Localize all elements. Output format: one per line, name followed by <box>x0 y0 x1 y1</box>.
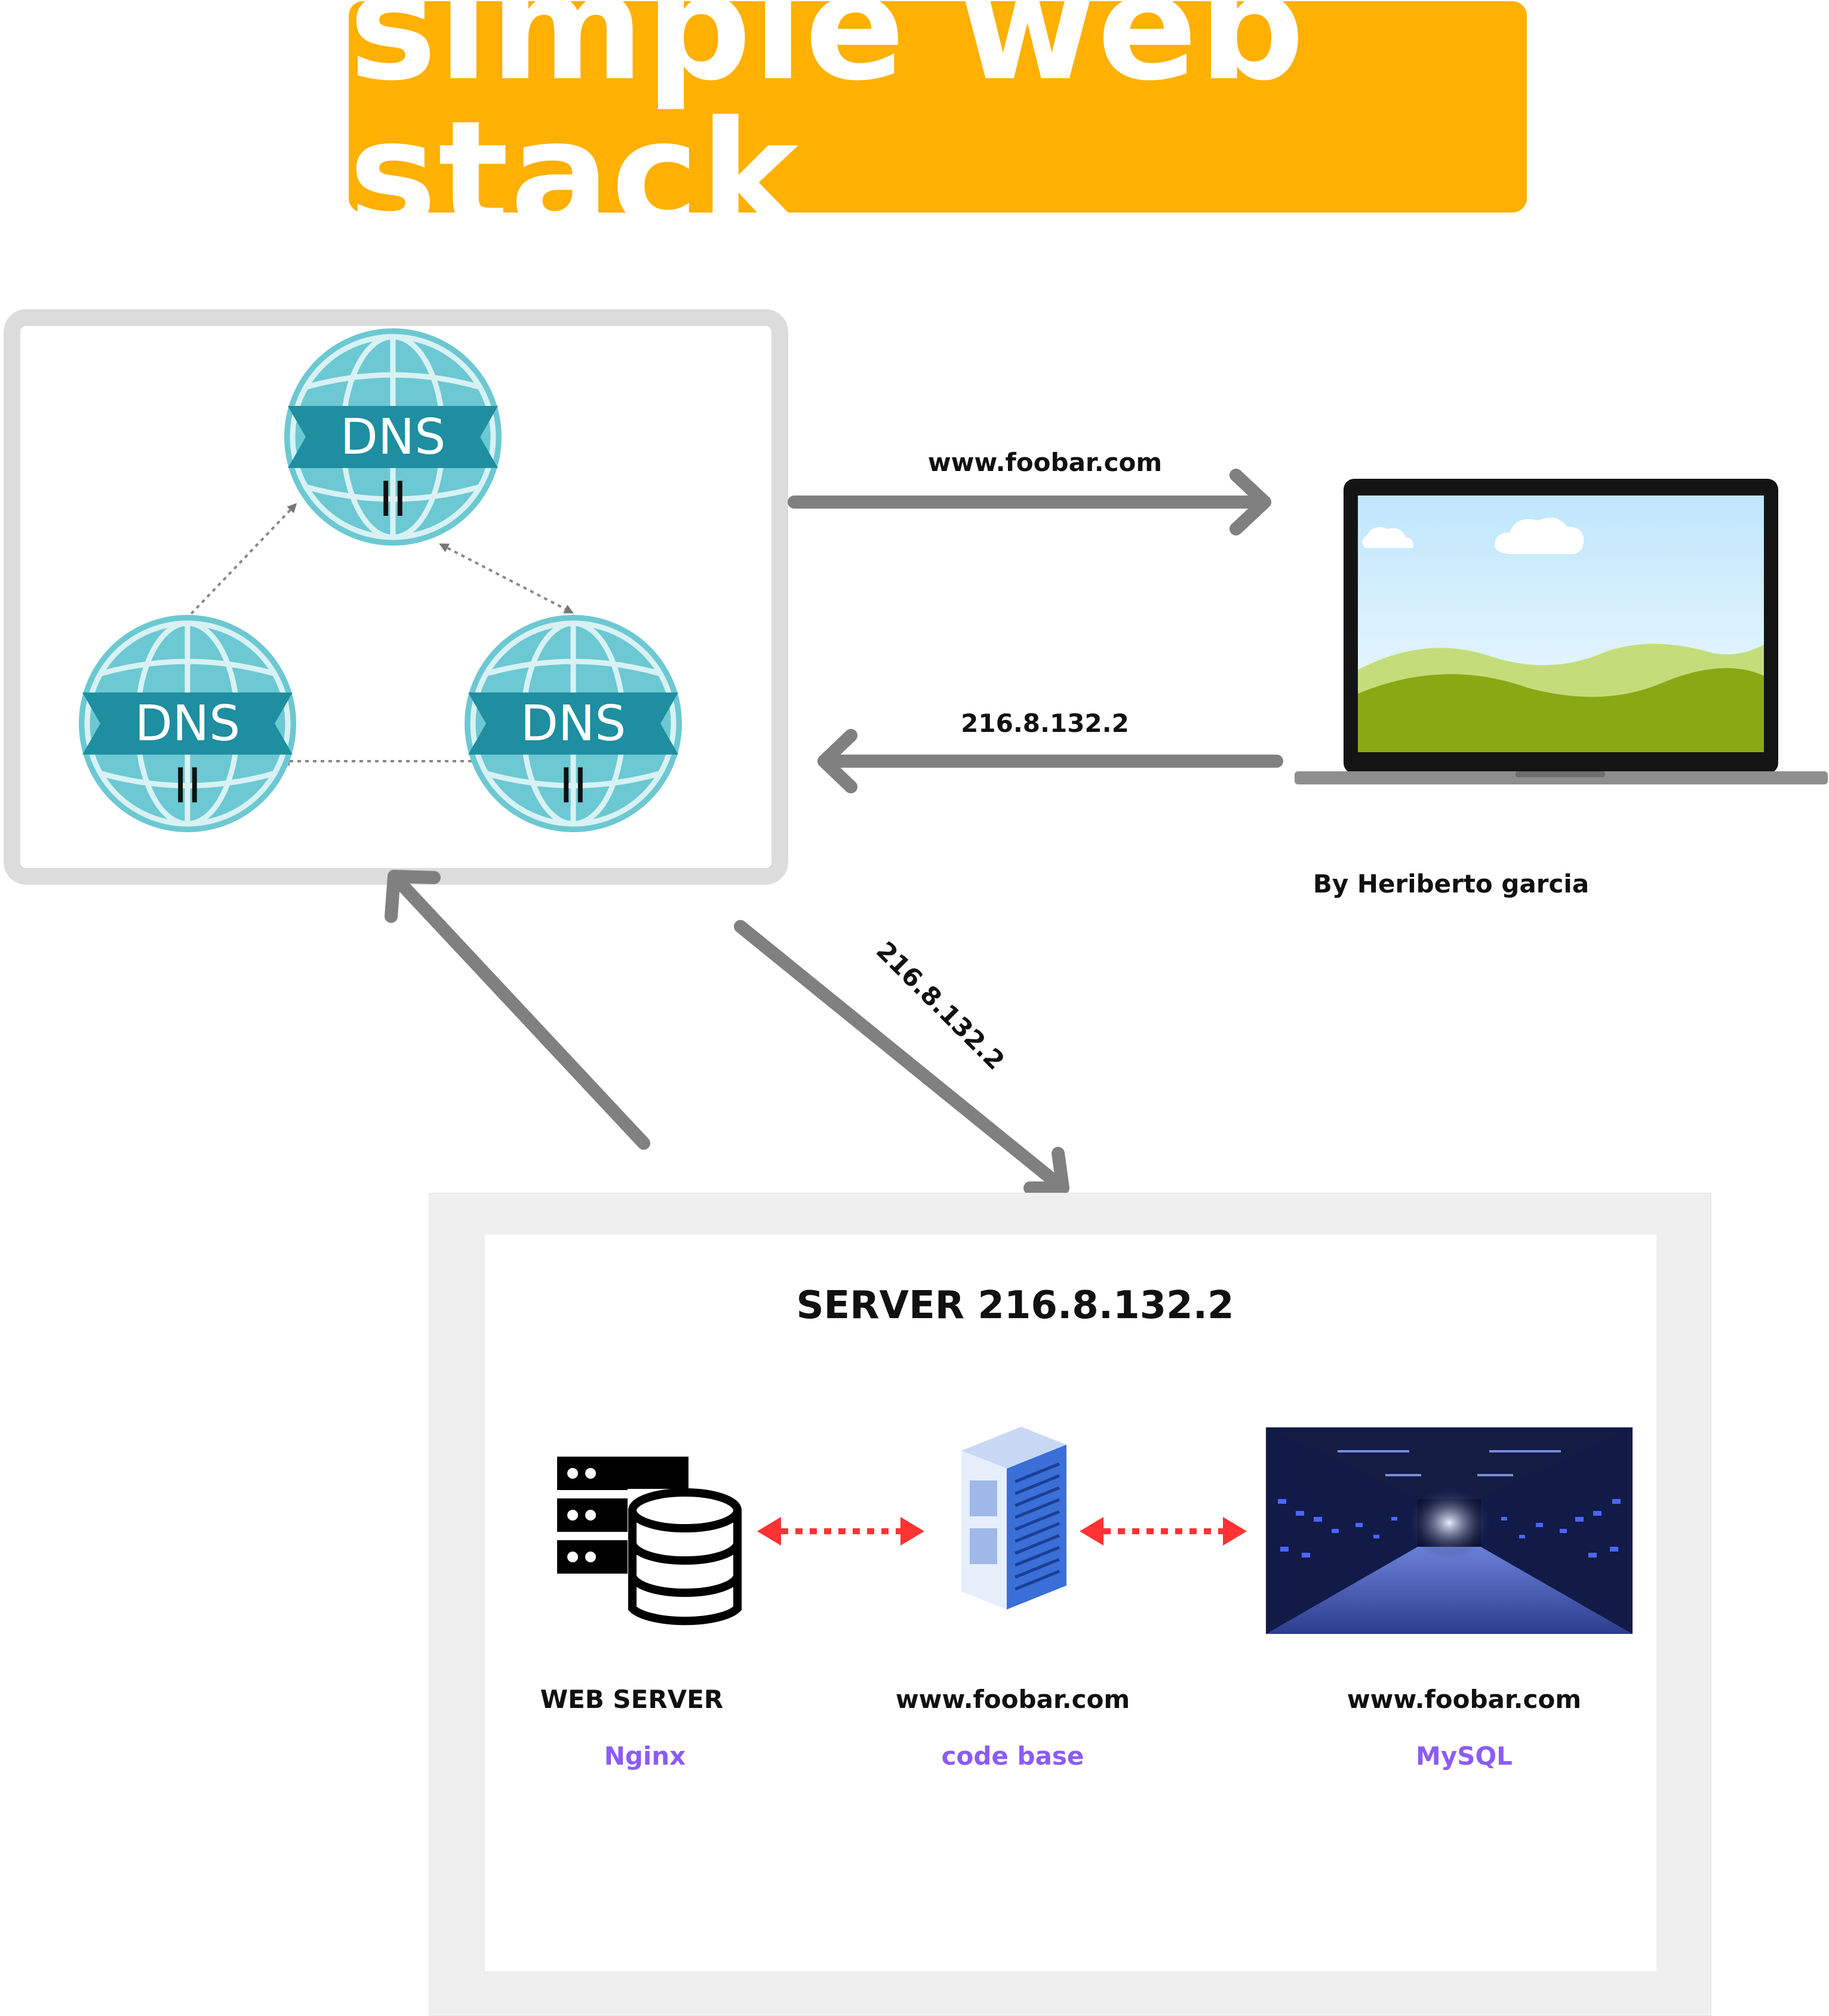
dns-mark: II <box>173 758 201 814</box>
dns-to-server-arrow <box>734 920 1069 1195</box>
server-title: SERVER 216.8.132.2 <box>796 1284 1234 1328</box>
title-banner: simple web stack <box>349 0 1527 250</box>
dns-label: DNS <box>521 695 626 752</box>
dns-label: DNS <box>135 695 241 752</box>
author-credit: By Heriberto garcia <box>1312 869 1590 898</box>
dns-link-top-left <box>143 503 297 664</box>
web-server-database-icon <box>557 1457 742 1630</box>
component-name-web-server: WEB SERVER <box>540 1685 724 1714</box>
dns-node-right: DNS II <box>465 615 682 832</box>
component-role-mysql: MySQL <box>1416 1741 1513 1771</box>
dns-node-left: DNS II <box>79 615 296 832</box>
link-nginx-codebase <box>757 1517 924 1546</box>
server-to-dns-arrow <box>385 870 650 1150</box>
laptop-icon <box>1295 479 1828 784</box>
link-codebase-mysql <box>1080 1517 1247 1546</box>
response-arrow <box>817 729 1283 793</box>
component-role-nginx: Nginx <box>604 1741 686 1771</box>
page-title: simple web stack <box>349 0 1306 261</box>
server-rack-icon <box>961 1427 1066 1609</box>
component-name-mysql: www.foobar.com <box>1347 1685 1582 1714</box>
component-name-code-base: www.foobar.com <box>895 1685 1130 1714</box>
request-label: www.foobar.com <box>927 448 1163 477</box>
datacenter-photo <box>1266 1427 1633 1634</box>
dns-label: DNS <box>340 409 446 466</box>
component-role-code-base: code base <box>941 1741 1084 1771</box>
dns-mark: II <box>379 472 407 527</box>
dns-node-top: DNS II <box>284 328 502 546</box>
dns-mark: II <box>559 758 587 814</box>
request-arrow <box>788 469 1271 535</box>
dns-link-top-right <box>439 543 574 614</box>
response-label: 216.8.132.2 <box>961 709 1129 738</box>
